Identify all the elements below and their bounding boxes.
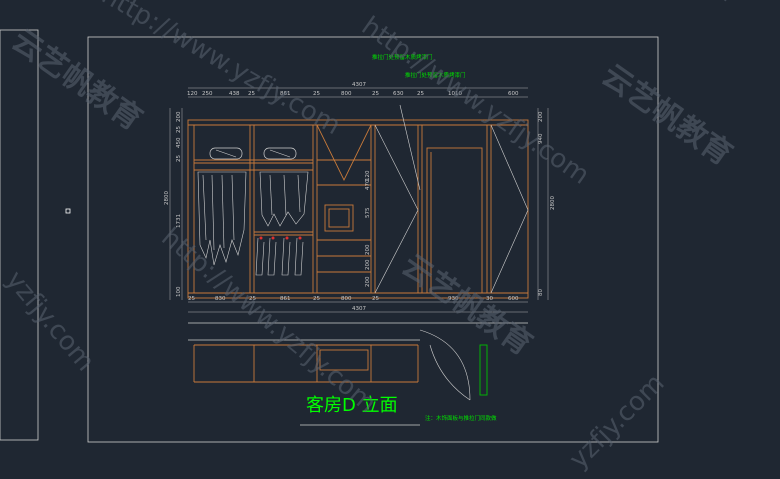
right-dim: 200	[538, 111, 544, 122]
left-dim: 100	[176, 286, 182, 297]
mid-dims: 120 470 200 200 200 575	[365, 170, 371, 287]
bottom-total-dim: 4307	[352, 306, 366, 312]
left-dim: 25	[176, 155, 182, 162]
hanging-clothes-right	[259, 171, 309, 227]
left-dim: 450	[176, 137, 182, 148]
hanging-trousers	[255, 236, 304, 276]
top-dim: 120	[187, 91, 198, 97]
watermark-url: http://www.yzfjy.com	[356, 11, 595, 191]
watermark-url-short: yzfjy.com	[564, 368, 671, 475]
bottom-dim: 30	[486, 296, 493, 302]
bottom-dim: 861	[280, 296, 291, 302]
note-top-2: 推拉门处预留木质烤漆门	[405, 71, 466, 79]
left-dim: 1731	[176, 214, 182, 228]
mid-dim: 470	[365, 179, 371, 190]
top-dim: 250	[202, 91, 213, 97]
small-marker	[65, 208, 71, 214]
top-dim: 25	[417, 91, 424, 97]
top-dim: 25	[313, 91, 320, 97]
left-dims: 200 25 450 25 1731 100	[176, 111, 182, 297]
watermark-url: http://www.yzfjy.com	[156, 222, 382, 419]
right-dim: 80	[538, 289, 544, 296]
bottom-dim: 930	[448, 296, 459, 302]
left-total-dim: 2800	[164, 191, 170, 205]
right-dims: 200 940 80	[538, 111, 544, 296]
watermark-brand: 云艺帆教育	[5, 23, 148, 138]
top-dim: 438	[229, 91, 240, 97]
folded-towels	[209, 147, 297, 160]
drawing-title: 客房D 立面	[306, 395, 398, 416]
outer-frame-main	[87, 36, 659, 443]
plan-view	[188, 322, 528, 426]
bottom-dim: 25	[313, 296, 320, 302]
mid-dim: 200	[365, 244, 371, 255]
bottom-dim: 25	[188, 296, 195, 302]
watermark-brand: 云艺帆教育	[595, 58, 738, 173]
top-dim: 800	[341, 91, 352, 97]
mid-dim: 200	[365, 276, 371, 287]
top-dims: 120 250 438 25 861 25 800 25 630 25 1010…	[187, 91, 519, 97]
bottom-dim: 830	[215, 296, 226, 302]
top-dim: 861	[280, 91, 291, 97]
outer-frame-left	[0, 29, 39, 441]
bottom-dim: 25	[249, 296, 256, 302]
top-dim: 25	[248, 91, 255, 97]
mid-dim: 120	[365, 170, 371, 181]
bottom-dim: 25	[372, 296, 379, 302]
note-top-1: 推拉门处预留木质烤漆门	[372, 53, 433, 61]
top-dim: 630	[393, 91, 404, 97]
top-dim: 25	[372, 91, 379, 97]
bottom-dim: 600	[508, 296, 519, 302]
hanging-clothes-left	[197, 171, 247, 266]
watermark-url-short: yzfjy.com	[0, 265, 100, 377]
left-dim: 25	[176, 126, 182, 133]
mid-small-dim: 575	[365, 207, 371, 218]
bottom-dims: 25 830 25 861 25 800 25 930 30 600	[188, 296, 519, 302]
left-dim: 200	[176, 111, 182, 122]
wardrobe-elevation	[187, 104, 529, 299]
right-dim: 940	[538, 133, 544, 144]
note-bottom: 注：木饰面板与推拉门同款做	[425, 414, 497, 422]
top-dim: 600	[508, 91, 519, 97]
top-dim: 1010	[448, 91, 462, 97]
right-total-dim: 2800	[550, 196, 556, 210]
watermark-url-short: yzfjy.com	[701, 0, 780, 4]
bottom-dim: 800	[341, 296, 352, 302]
top-total-dim: 4307	[352, 82, 366, 88]
mid-dim: 200	[365, 259, 371, 270]
